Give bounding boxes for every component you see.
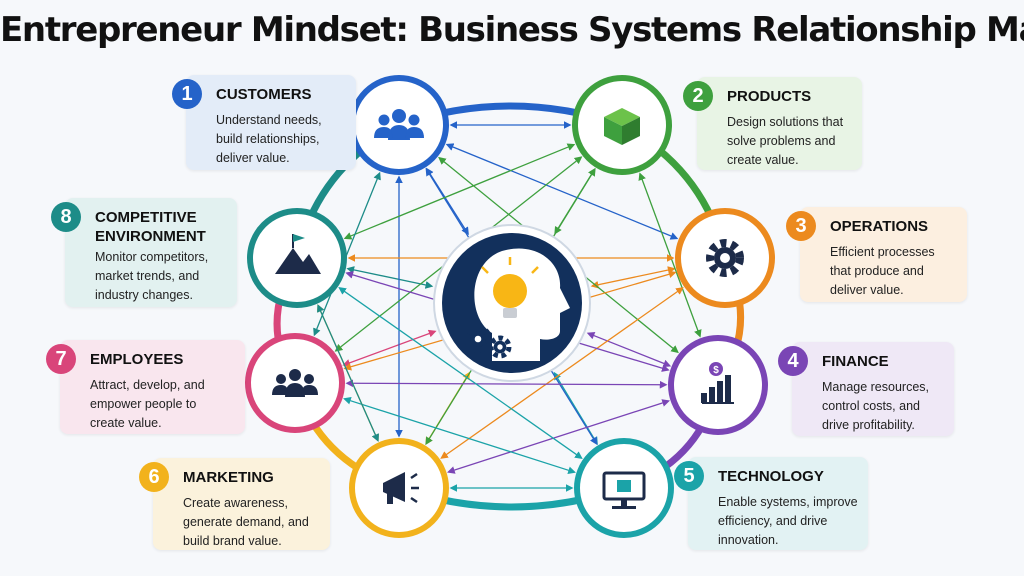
card-description: Monitor competitors, market trends, and in… xyxy=(95,248,208,305)
card-marketing: 6 MARKETING Create awareness, generate dema… xyxy=(139,458,330,551)
card-number-badge: 6 xyxy=(139,462,169,492)
megaphone-icon xyxy=(383,472,419,504)
node-competitive-environment xyxy=(247,208,347,308)
computer-chip-icon xyxy=(602,471,646,509)
card-description-line: solve problems and xyxy=(727,134,836,148)
card-description-line: deliver value. xyxy=(830,283,904,297)
card-description-line: empower people to xyxy=(90,397,197,411)
card-title: CUSTOMERS xyxy=(216,86,312,103)
card-description-line: Design solutions that xyxy=(727,115,844,129)
card-description-line: Efficient processes xyxy=(830,245,935,259)
card-description-line: deliver value. xyxy=(216,151,290,165)
card-number-badge: 5 xyxy=(674,461,704,491)
card-description-line: Understand needs, xyxy=(216,113,322,127)
svg-text:$: $ xyxy=(713,365,719,376)
finance-chart-icon: $ xyxy=(701,362,734,404)
card-description: Design solutions that solve problems and c… xyxy=(727,113,843,170)
card-description: Understand needs, build relationships, del… xyxy=(216,111,322,168)
card-description-line: create value. xyxy=(90,416,162,430)
card-title: EMPLOYEES xyxy=(90,351,184,368)
card-description-line: drive profitability. xyxy=(822,418,915,432)
card-description: Efficient processes that produce and deliv… xyxy=(830,243,935,300)
card-title: OPERATIONS xyxy=(830,218,929,235)
card-finance: 4 FINANCE Manage resources, control costs, … xyxy=(778,342,954,436)
connection-arrow xyxy=(345,379,668,389)
card-description: Enable systems, improve efficiency, and d… xyxy=(718,493,858,550)
gear-icon xyxy=(706,239,744,277)
node-technology xyxy=(574,438,674,538)
card-description-line: innovation. xyxy=(718,533,779,547)
node-finance: $ xyxy=(668,335,768,435)
lightbulb-head-gears-icon xyxy=(463,248,570,361)
card-number-badge: 4 xyxy=(778,346,808,376)
card-description: Attract, develop, and empower people to cr… xyxy=(90,376,205,433)
connection-arrow xyxy=(343,143,576,240)
connection-arrow xyxy=(342,329,437,367)
card-number-badge: 8 xyxy=(51,202,81,232)
node-customers xyxy=(349,75,449,175)
card-number-badge: 2 xyxy=(683,81,713,111)
card-title: PRODUCTS xyxy=(727,88,812,105)
card-description-line: Attract, develop, and xyxy=(90,378,205,392)
card-description-line: control costs, and xyxy=(822,399,920,413)
card-number-badge: 3 xyxy=(786,211,816,241)
node-employees xyxy=(245,333,345,433)
card-number-badge: 1 xyxy=(172,79,202,109)
product-box-icon xyxy=(604,108,640,145)
card-operations: 3 OPERATIONS Efficient processes that produ… xyxy=(786,207,967,302)
card-description: Manage resources, control costs, and drive… xyxy=(822,378,929,435)
card-description-line: Monitor competitors, xyxy=(95,250,209,264)
card-products: 2 PRODUCTS Design solutions that solve prob… xyxy=(683,77,862,170)
card-description-line: build brand value. xyxy=(183,534,282,548)
card-number-badge: 7 xyxy=(46,344,76,374)
card-description-line: Enable systems, improve xyxy=(718,495,858,509)
connection-arrow xyxy=(590,266,676,289)
connection-arrow xyxy=(317,304,379,442)
card-title: FINANCE xyxy=(822,353,889,370)
connection-arrow xyxy=(426,167,469,236)
card-title: MARKETING xyxy=(183,469,274,486)
center-mindset xyxy=(433,224,591,382)
card-description-line: Manage resources, xyxy=(822,380,930,394)
node-products xyxy=(572,75,672,175)
card-description-line: generate demand, and xyxy=(183,515,309,529)
card-description-line: efficiency, and drive xyxy=(718,514,828,528)
card-description-line: industry changes. xyxy=(95,288,193,302)
card-employees: 7 EMPLOYEES Attract, develop, and empower p… xyxy=(46,340,245,434)
page-title: Entrepreneur Mindset: Business Systems R… xyxy=(0,10,1024,50)
mountain-flag-icon xyxy=(275,234,321,274)
card-description: Create awareness, generate demand, and bui… xyxy=(183,494,309,551)
node-marketing xyxy=(349,438,449,538)
card-description-line: that produce and xyxy=(830,264,924,278)
card-description-line: build relationships, xyxy=(216,132,320,146)
card-description-line: market trends, and xyxy=(95,269,200,283)
connection-arrows xyxy=(313,121,702,492)
node-operations xyxy=(675,208,775,308)
card-description-line: create value. xyxy=(727,153,799,167)
card-technology: 5 TECHNOLOGY Enable systems, improve effici… xyxy=(674,457,868,550)
people-group-icon xyxy=(374,109,424,140)
card-customers: 1 CUSTOMERS Understand needs, build relatio… xyxy=(172,75,356,170)
card-title: TECHNOLOGY xyxy=(718,468,824,485)
card-description-line: Create awareness, xyxy=(183,496,288,510)
employees-icon xyxy=(272,369,318,397)
